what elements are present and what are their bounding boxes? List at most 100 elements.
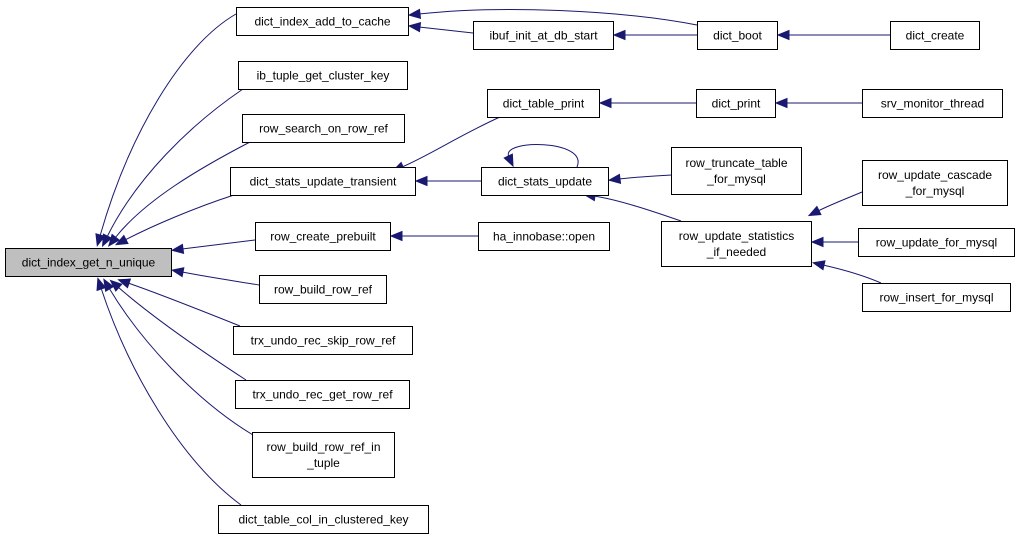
node-dict-index-add-to-cache[interactable]: dict_index_add_to_cache xyxy=(236,7,409,36)
node-label: row_create_prebuilt xyxy=(270,230,376,244)
edge-row-update-for-mysql-to-row-update-statistics-if-needed xyxy=(810,236,859,248)
node-label: dict_stats_update xyxy=(498,175,592,189)
edge-row-insert-for-mysql-to-row-update-statistics-if-needed xyxy=(811,260,882,284)
node-box xyxy=(696,89,776,118)
node-label: dict_index_get_n_unique xyxy=(22,256,156,270)
node-label: ibuf_init_at_db_start xyxy=(489,29,598,43)
node-box xyxy=(233,326,413,355)
node-box xyxy=(218,505,429,534)
edge-dict-stats-update-to-dict-stats-update-transient xyxy=(414,175,482,187)
node-trx-undo-rec-get-row-ref[interactable]: trx_undo_rec_get_row_ref xyxy=(235,380,410,409)
node-row-update-for-mysql[interactable]: row_update_for_mysql xyxy=(858,228,1015,257)
edge-ibuf-init-at-db-start-to-dict-index-add-to-cache xyxy=(407,21,474,34)
node-label: dict_print xyxy=(712,97,761,111)
node-label: dict_table_print xyxy=(503,97,585,111)
node-box xyxy=(862,160,1008,206)
edge-dict-stats-update-to-dict-stats-update xyxy=(503,144,579,168)
node-label: ib_tuple_get_cluster_key xyxy=(257,69,390,83)
node-dict-create[interactable]: dict_create xyxy=(890,21,980,50)
edge-ib-tuple-get-cluster-key-to-dict-index-get-n-unique xyxy=(102,88,244,248)
node-box xyxy=(862,89,1003,118)
node-box xyxy=(252,432,395,478)
node-row-build-row-ref-in-tuple[interactable]: row_build_row_ref_in _tuple xyxy=(252,432,395,478)
node-row-search-on-row-ref[interactable]: row_search_on_row_ref xyxy=(242,114,405,143)
node-dict-stats-update[interactable]: dict_stats_update xyxy=(481,167,609,196)
node-box xyxy=(255,222,391,251)
edge-row-search-on-row-ref-to-dict-index-get-n-unique xyxy=(107,141,251,247)
node-dict-index-get-n-unique: dict_index_get_n_unique xyxy=(5,248,172,277)
node-box xyxy=(478,222,610,251)
node-box xyxy=(862,283,1011,312)
node-dict-stats-update-transient[interactable]: dict_stats_update_transient xyxy=(230,167,416,196)
node-label: trx_undo_rec_skip_row_ref xyxy=(251,334,396,348)
edge-ha-innobase-open-to-row-create-prebuilt xyxy=(389,230,478,242)
node-box xyxy=(697,21,778,50)
node-row-update-cascade-for-mysql[interactable]: row_update_cascade _for_mysql xyxy=(862,160,1008,206)
edge-row-build-row-ref-in-tuple-to-dict-index-get-n-unique xyxy=(103,278,254,436)
node-box xyxy=(235,380,410,409)
node-label: _for_mysql xyxy=(706,172,766,186)
node-row-truncate-table-for-mysql[interactable]: row_truncate_table _for_mysql xyxy=(671,147,802,195)
node-dict-print[interactable]: dict_print xyxy=(696,89,776,118)
node-label: _if_needed xyxy=(706,245,766,259)
node-dict-table-print[interactable]: dict_table_print xyxy=(487,89,600,118)
node-label: row_build_row_ref xyxy=(274,283,373,297)
node-label: row_build_row_ref_in xyxy=(266,440,380,454)
node-label: dict_create xyxy=(906,29,965,43)
edge-row-update-cascade-for-mysql-to-row-update-statistics-if-needed xyxy=(807,191,863,217)
node-label: srv_monitor_thread xyxy=(881,97,984,111)
node-ha-innobase-open[interactable]: ha_innobase::open xyxy=(478,222,610,251)
node-box xyxy=(487,89,600,118)
edge-dict-boot-to-ibuf-init-at-db-start xyxy=(612,29,697,41)
node-label: ha_innobase::open xyxy=(493,230,595,244)
edge-dict-stats-update-transient-to-dict-index-get-n-unique xyxy=(114,194,235,246)
edge-trx-undo-rec-skip-row-ref-to-dict-index-get-n-unique xyxy=(117,278,241,327)
node-box xyxy=(473,21,614,50)
node-box xyxy=(661,221,812,267)
node-box xyxy=(242,114,405,143)
edge-trx-undo-rec-get-row-ref-to-dict-index-get-n-unique xyxy=(109,279,247,381)
node-box xyxy=(236,7,409,36)
node-box xyxy=(890,21,980,50)
node-ibuf-init-at-db-start[interactable]: ibuf_init_at_db_start xyxy=(473,21,614,50)
node-label: row_update_statistics xyxy=(679,229,794,243)
edge-dict-index-add-to-cache-to-dict-index-get-n-unique xyxy=(95,13,237,247)
node-row-update-statistics-if-needed[interactable]: row_update_statistics _if_needed xyxy=(661,221,812,267)
edges-layer xyxy=(95,8,890,506)
edge-dict-create-to-dict-boot xyxy=(776,29,890,41)
node-label: _for_mysql xyxy=(905,184,965,198)
node-label: dict_index_add_to_cache xyxy=(254,15,390,29)
node-ib-tuple-get-cluster-key[interactable]: ib_tuple_get_cluster_key xyxy=(238,61,408,90)
node-row-insert-for-mysql[interactable]: row_insert_for_mysql xyxy=(862,283,1011,312)
node-label: _tuple xyxy=(306,456,340,470)
edge-dict-table-print-to-dict-stats-update-transient xyxy=(391,116,501,172)
edge-dict-table-col-in-clustered-key-to-dict-index-get-n-unique xyxy=(96,277,242,506)
node-label: dict_stats_update_transient xyxy=(250,175,397,189)
node-box xyxy=(481,167,609,196)
node-box xyxy=(230,167,416,196)
node-srv-monitor-thread[interactable]: srv_monitor_thread xyxy=(862,89,1003,118)
edge-row-truncate-table-for-mysql-to-dict-stats-update xyxy=(607,173,672,185)
node-label: trx_undo_rec_get_row_ref xyxy=(252,388,393,402)
node-row-build-row-ref[interactable]: row_build_row_ref xyxy=(259,275,387,304)
edge-row-build-row-ref-to-dict-index-get-n-unique xyxy=(170,267,260,286)
node-label: dict_boot xyxy=(713,29,762,43)
node-label: row_insert_for_mysql xyxy=(879,291,993,305)
node-dict-boot[interactable]: dict_boot xyxy=(697,21,778,50)
node-box xyxy=(238,61,408,90)
node-label: row_update_for_mysql xyxy=(876,236,997,250)
node-box xyxy=(671,147,802,195)
node-row-create-prebuilt[interactable]: row_create_prebuilt xyxy=(255,222,391,251)
node-label: row_truncate_table xyxy=(685,156,787,170)
node-box xyxy=(5,248,172,277)
node-label: dict_table_col_in_clustered_key xyxy=(238,513,408,527)
edge-dict-boot-to-dict-index-add-to-cache xyxy=(407,8,698,26)
node-label: row_search_on_row_ref xyxy=(259,122,388,136)
node-label: row_update_cascade xyxy=(878,168,992,182)
node-dict-table-col-in-clustered-key[interactable]: dict_table_col_in_clustered_key xyxy=(218,505,429,534)
node-box xyxy=(259,275,387,304)
edge-dict-print-to-dict-table-print xyxy=(598,97,696,109)
node-trx-undo-rec-skip-row-ref[interactable]: trx_undo_rec_skip_row_ref xyxy=(233,326,413,355)
edge-srv-monitor-thread-to-dict-print xyxy=(774,97,862,109)
